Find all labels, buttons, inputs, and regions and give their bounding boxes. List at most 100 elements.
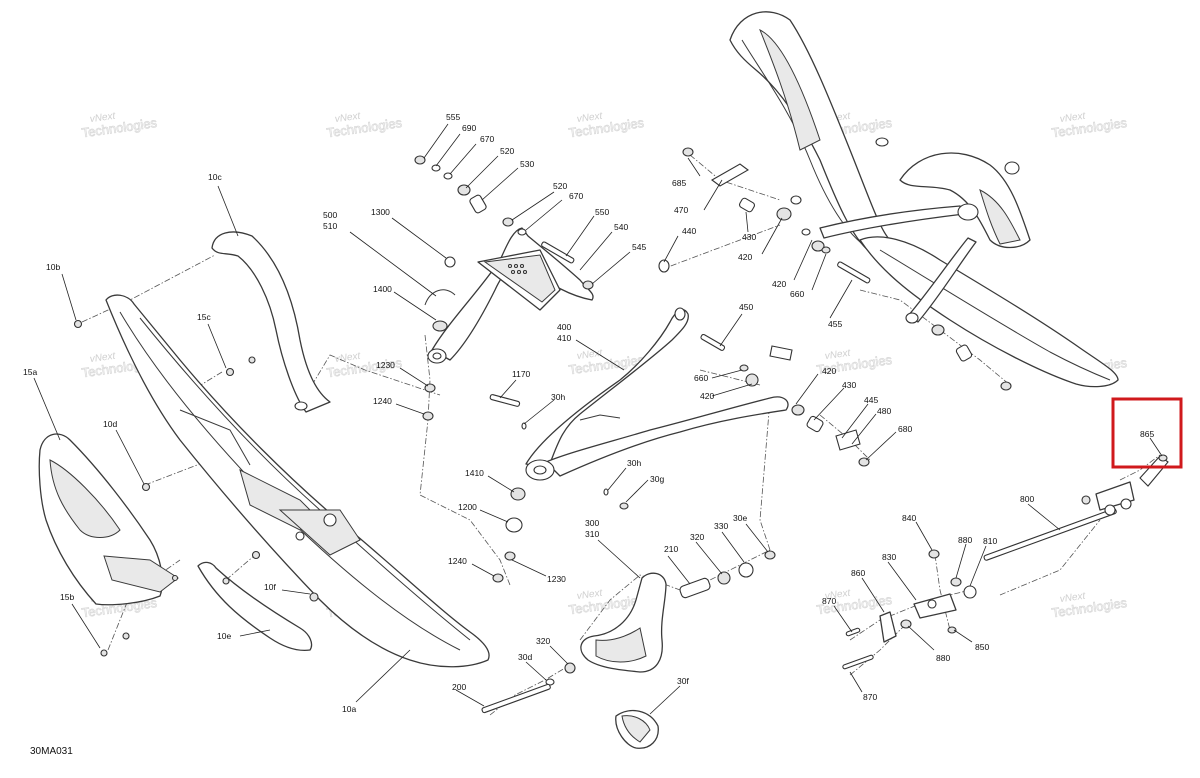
part-label: 430: [742, 232, 756, 242]
svg-text:vNext: vNext: [89, 111, 117, 126]
svg-text:vNext: vNext: [824, 588, 852, 603]
highlight-box: [1111, 397, 1183, 469]
part-label: 470: [674, 205, 688, 215]
diagram-code: 30MA031: [30, 746, 73, 757]
watermark: vNext Technologies: [80, 111, 158, 141]
part-label: 870: [863, 692, 877, 702]
part-label: 1170: [512, 369, 531, 379]
svg-text:vNext: vNext: [334, 111, 362, 126]
part-label: 500: [323, 210, 337, 220]
part-label: 480: [877, 406, 891, 416]
part-label: 320: [536, 636, 550, 646]
part-label: 545: [632, 242, 646, 252]
part-label: 430: [842, 380, 856, 390]
tie-rod-end: [1139, 455, 1169, 487]
part-label: 410: [557, 333, 571, 343]
watermark: vNext Technologies: [1050, 591, 1128, 621]
part-label: 10b: [46, 262, 60, 272]
part-label: 540: [614, 222, 628, 232]
part-label: 200: [452, 682, 466, 692]
svg-text:vNext: vNext: [824, 348, 852, 363]
ski-assembly-right: [658, 11, 1119, 467]
watermark: vNext Technologies: [1050, 111, 1128, 141]
part-label: 860: [851, 568, 865, 578]
svg-text:vNext: vNext: [334, 351, 362, 366]
part-label: 685: [672, 178, 686, 188]
svg-text:vNext: vNext: [1059, 111, 1087, 126]
part-label: 330: [714, 521, 728, 531]
part-label: 15a: [23, 367, 37, 377]
tie-rod-assembly: [842, 454, 1169, 670]
part-label: 440: [682, 226, 696, 236]
part-label-highlighted: 865: [1140, 429, 1154, 439]
right-hardware: [658, 147, 1012, 467]
leader-lines: [33, 123, 1163, 715]
part-label: 660: [790, 289, 804, 299]
ski-handle: [211, 231, 331, 413]
part-label: 15b: [60, 592, 74, 602]
part-label: 840: [902, 513, 916, 523]
ski-hardware: [73, 319, 319, 657]
lower-arm-hardware: [489, 394, 629, 583]
part-label: 1200: [458, 502, 477, 512]
part-label: 1410: [465, 468, 484, 478]
part-label: 10f: [264, 582, 276, 592]
part-label: 680: [898, 424, 912, 434]
part-label: 320: [690, 532, 704, 542]
part-label: 30h: [627, 458, 641, 468]
part-label: 1240: [373, 396, 392, 406]
tie-rod: [983, 508, 1117, 561]
part-label: 10c: [208, 172, 222, 182]
part-label: 420: [822, 366, 836, 376]
part-label: 830: [882, 552, 896, 562]
part-label: 870: [822, 596, 836, 606]
part-label: 800: [1020, 494, 1034, 504]
part-label: 670: [480, 134, 494, 144]
part-label: 880: [936, 653, 950, 663]
part-label: 30e: [733, 513, 747, 523]
part-label: 10a: [342, 704, 356, 714]
part-label: 880: [958, 535, 972, 545]
part-label: 445: [864, 395, 878, 405]
ski-body-right: [859, 236, 1119, 388]
part-label: 300: [585, 518, 599, 528]
watermark: vNext Technologies: [325, 111, 403, 141]
ski-body: [105, 294, 490, 668]
part-label: 530: [520, 159, 534, 169]
part-label: 420: [772, 279, 786, 289]
part-label: 455: [828, 319, 842, 329]
part-label: 420: [700, 391, 714, 401]
part-label: 310: [585, 529, 599, 539]
part-label: 670: [569, 191, 583, 201]
part-label: 810: [983, 536, 997, 546]
svg-text:vNext: vNext: [576, 348, 604, 363]
svg-text:vNext: vNext: [1059, 591, 1087, 606]
part-label: 420: [738, 252, 752, 262]
part-label: 30g: [650, 474, 664, 484]
part-label: 1240: [448, 556, 467, 566]
part-label: 1300: [371, 207, 390, 217]
part-label: 15c: [197, 312, 211, 322]
part-label: 550: [595, 207, 609, 217]
part-label: 450: [739, 302, 753, 312]
part-label: 555: [446, 112, 460, 122]
part-label: 520: [500, 146, 514, 156]
part-label: 690: [462, 123, 476, 133]
part-label: 660: [694, 373, 708, 383]
part-label: 850: [975, 642, 989, 652]
part-label: 30d: [518, 652, 532, 662]
ski-assembly-left: [38, 231, 490, 668]
part-label: 30h: [551, 392, 565, 402]
part-label: 30f: [677, 676, 689, 686]
ski-runner: [197, 561, 313, 652]
part-label: 10e: [217, 631, 231, 641]
svg-text:vNext: vNext: [576, 588, 604, 603]
part-label: 510: [323, 221, 337, 231]
part-label: 1400: [373, 284, 392, 294]
part-labels: 555 690 670 520 530 520 670 550 540 545 …: [23, 112, 1154, 714]
part-label: 520: [553, 181, 567, 191]
spindle-assembly: [481, 550, 776, 749]
svg-text:vNext: vNext: [576, 111, 604, 126]
part-label: 1230: [547, 574, 566, 584]
